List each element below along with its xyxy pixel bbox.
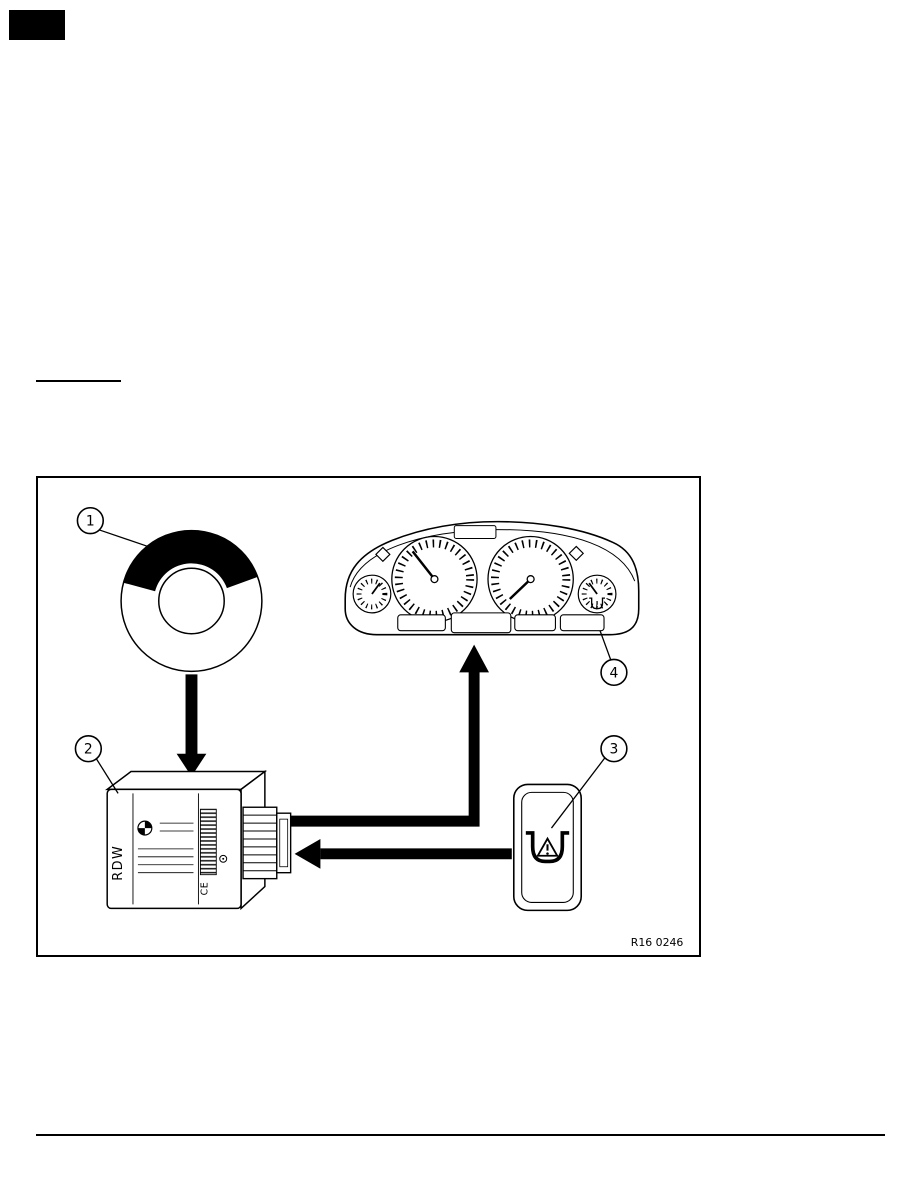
callout-1: 1 xyxy=(76,506,149,548)
callout-4-number: 4 xyxy=(610,665,619,681)
speedometer-needle xyxy=(508,578,532,600)
turn-indicator-right-icon xyxy=(568,545,585,562)
fuel-gauge xyxy=(352,574,392,614)
callout-4: 4 xyxy=(599,630,628,687)
module-connector xyxy=(242,806,292,880)
module-label-dividers xyxy=(132,793,199,905)
module-ce-label: CE xyxy=(199,882,210,896)
cluster-top-window xyxy=(453,525,497,539)
figure-reference: R16 0246 xyxy=(631,936,684,949)
callout-1-circle xyxy=(76,506,105,535)
module-label-lines xyxy=(137,822,194,874)
callout-3: 3 xyxy=(550,735,628,829)
turn-indicator-left-icon xyxy=(375,546,391,563)
module-rdw-label: RDW xyxy=(111,845,126,881)
cluster-hood-line xyxy=(349,529,636,588)
heading-underline xyxy=(36,380,121,382)
tpms-warning-icon xyxy=(525,831,570,864)
callout-3-pointer xyxy=(550,757,606,829)
tachometer-gauge xyxy=(391,535,478,623)
callout-2: 2 xyxy=(74,735,119,794)
wheel-with-sensor xyxy=(120,529,263,673)
tire-pressure-lamp-icon xyxy=(589,597,605,610)
wheel-hub xyxy=(158,567,225,635)
callout-3-number: 3 xyxy=(610,742,619,758)
footer-rule xyxy=(36,1134,885,1136)
rdw-reset-button xyxy=(512,783,583,912)
callout-4-pointer xyxy=(599,630,612,661)
rdw-control-module: RDW CE xyxy=(104,770,292,911)
figure-frame: 1 RDW CE xyxy=(36,476,701,957)
arrow-button-to-module xyxy=(294,838,512,869)
page-corner-mark xyxy=(9,10,65,40)
rdw-system-diagram: 1 RDW CE xyxy=(74,506,684,949)
callout-2-pointer xyxy=(95,758,119,794)
speedometer-gauge xyxy=(487,535,574,623)
module-barcode xyxy=(199,808,217,876)
module-top-face xyxy=(104,770,268,791)
callout-4-circle xyxy=(600,658,628,687)
module-seal-dot-center xyxy=(222,857,225,860)
sensor-arc xyxy=(123,530,258,592)
lcd-display-windows xyxy=(397,612,605,634)
tachometer-needle xyxy=(411,550,436,580)
bmw-roundel-icon xyxy=(137,820,153,836)
instrument-cluster xyxy=(344,520,640,636)
arrow-module-to-cluster xyxy=(290,644,489,827)
callout-2-number: 2 xyxy=(84,742,93,758)
callout-2-circle xyxy=(74,735,103,763)
callout-1-number: 1 xyxy=(86,514,95,530)
temperature-needle xyxy=(588,582,598,595)
callout-1-pointer xyxy=(98,528,149,548)
arrow-wheel-to-module xyxy=(176,674,207,777)
fuel-needle xyxy=(371,582,381,595)
callout-3-circle xyxy=(600,735,628,763)
